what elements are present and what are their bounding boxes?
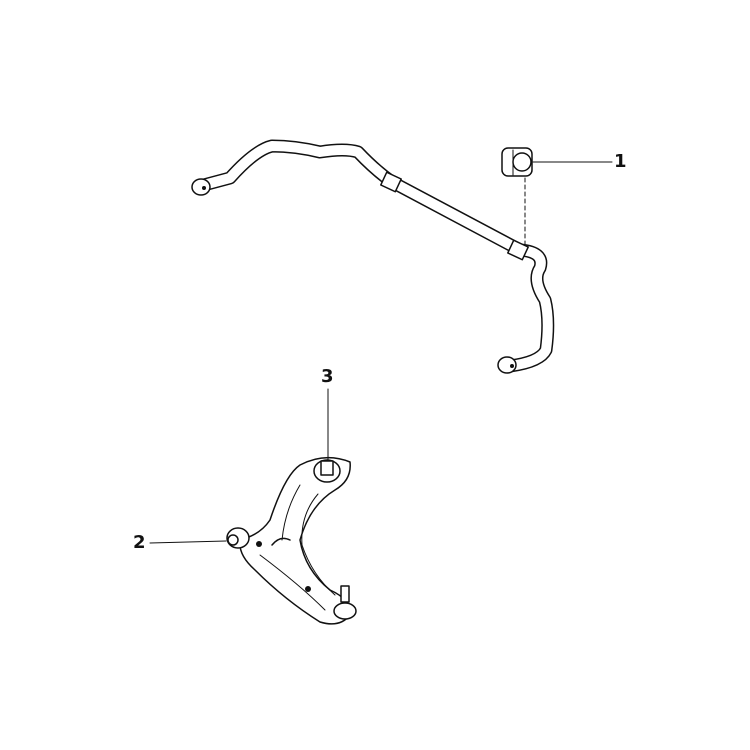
stabilizer-bushing [501,147,533,177]
callout-1: 1 [614,151,627,172]
callout-3: 3 [321,366,334,387]
leader-line-2 [149,540,227,544]
stabilizer-bar [191,139,555,374]
lower-control-arm [226,456,357,625]
callout-2: 2 [133,532,146,553]
